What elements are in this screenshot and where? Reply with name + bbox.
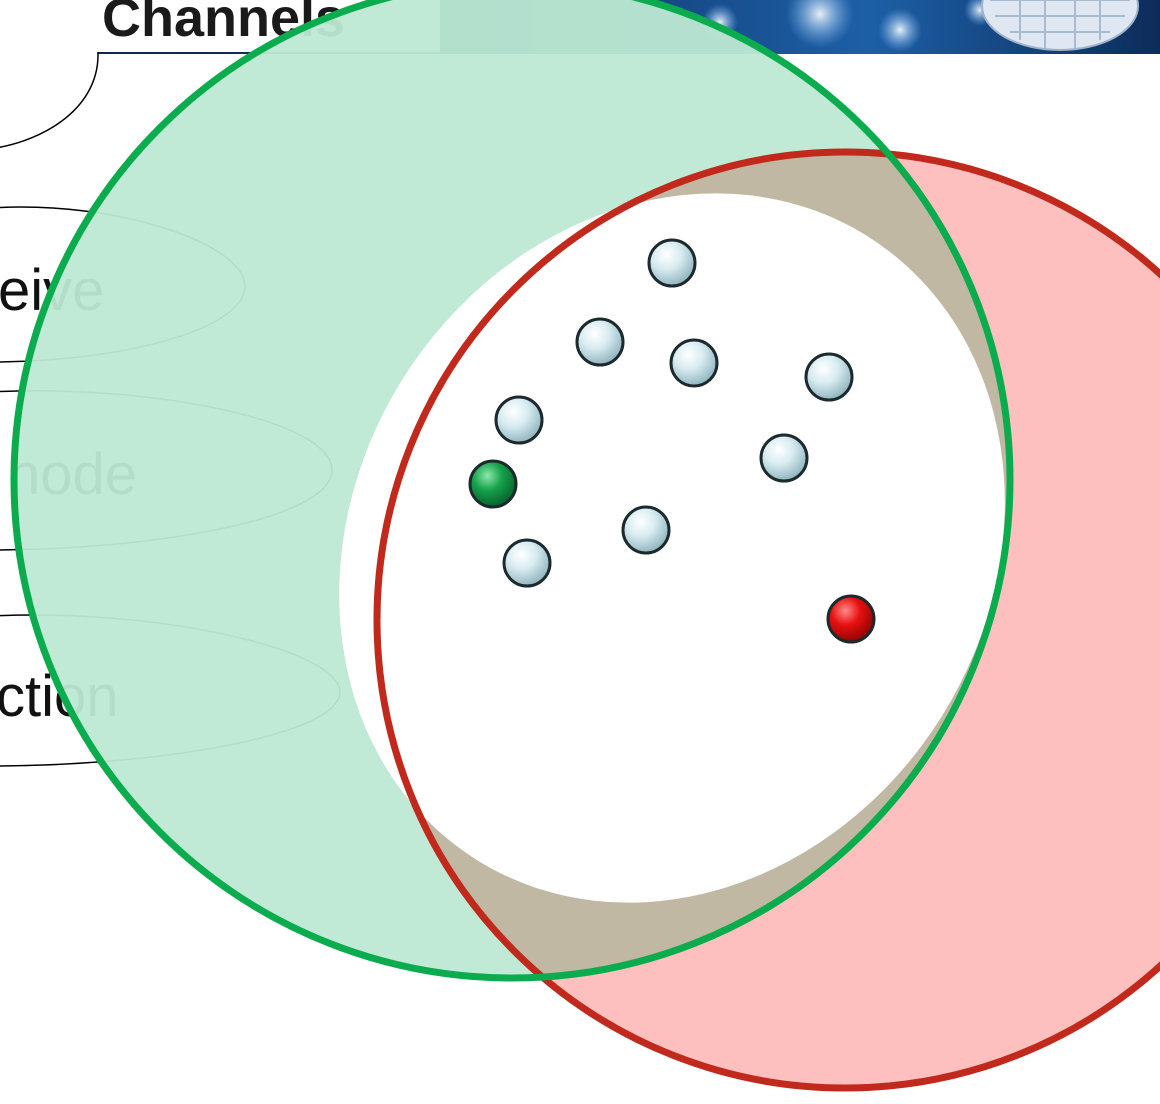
node-green — [468, 459, 518, 509]
node-red — [826, 594, 876, 644]
red-range-outline — [373, 148, 1160, 1092]
sparkle-decoration — [786, 0, 854, 48]
node — [494, 395, 544, 445]
node — [575, 317, 625, 367]
node — [621, 505, 671, 555]
node — [759, 433, 809, 483]
green-range-outline — [10, 0, 1014, 982]
node — [502, 538, 552, 588]
disco-ball-icon — [981, 0, 1139, 51]
sparkle-decoration — [878, 8, 922, 52]
node — [669, 338, 719, 388]
node-group — [468, 238, 876, 644]
node — [647, 238, 697, 288]
node — [804, 352, 854, 402]
